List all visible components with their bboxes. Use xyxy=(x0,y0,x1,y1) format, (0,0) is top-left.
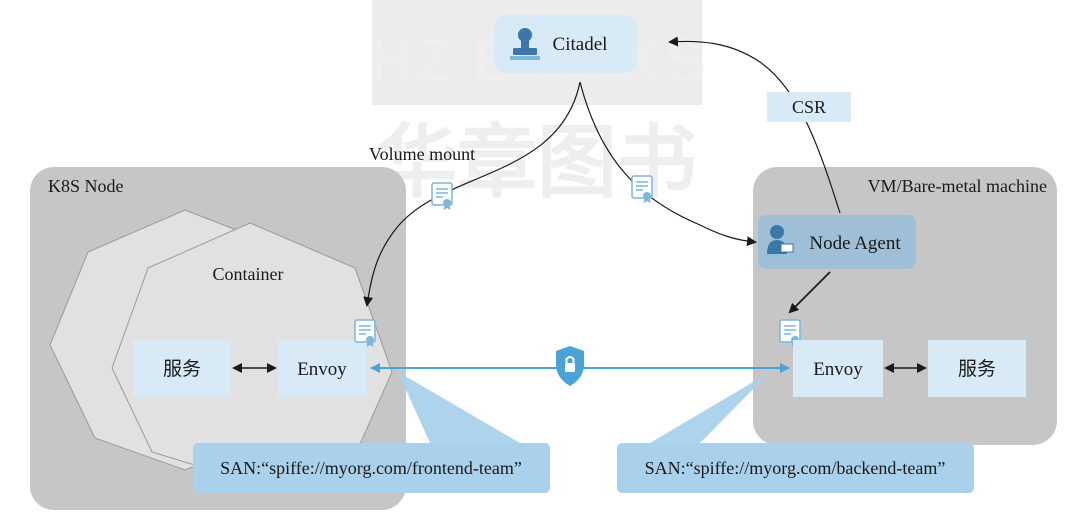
vm-node: VM/Bare-metal machine Node Agent Envoy 服… xyxy=(753,167,1057,445)
node-agent-label: Node Agent xyxy=(809,233,901,254)
frontend-san-pointer xyxy=(398,372,520,443)
citadel: Citadel xyxy=(494,15,637,73)
k8s-node: K8S Node Container 服务 Envoy xyxy=(30,167,406,510)
frontend-san-callout: SAN:“spiffe://myorg.com/frontend-team” xyxy=(193,372,550,493)
frontend-san-box xyxy=(193,443,550,493)
vm-envoy-label: Envoy xyxy=(813,359,863,380)
node-agent-box xyxy=(758,215,916,269)
stamp-icon xyxy=(510,28,540,60)
k8s-service-box xyxy=(133,340,231,397)
vm-node-title: VM/Bare-metal machine xyxy=(868,176,1047,196)
k8s-node-title: K8S Node xyxy=(48,176,124,196)
backend-san-callout: SAN:“spiffe://myorg.com/backend-team” xyxy=(617,372,974,493)
vm-service-label: 服务 xyxy=(958,358,996,380)
vm-envoy-box xyxy=(793,340,883,397)
vm-service-box xyxy=(928,340,1026,397)
backend-san-label: SAN:“spiffe://myorg.com/backend-team” xyxy=(645,458,946,478)
k8s-envoy-box xyxy=(278,340,367,397)
csr-box xyxy=(767,92,851,122)
citadel-to-node-agent-arrow xyxy=(579,81,757,247)
k8s-service-label: 服务 xyxy=(163,358,201,380)
backend-san-box xyxy=(617,443,974,493)
csr-label: CSR xyxy=(792,97,826,117)
volume-mount-label: Volume mount xyxy=(369,144,475,164)
csr-arrow xyxy=(668,36,841,214)
citadel-label: Citadel xyxy=(553,34,608,55)
volume-mount-arrow xyxy=(363,81,581,307)
backend-san-pointer xyxy=(650,372,770,443)
container-label: Container xyxy=(213,264,284,284)
frontend-san-label: SAN:“spiffe://myorg.com/frontend-team” xyxy=(220,458,522,478)
k8s-envoy-label: Envoy xyxy=(297,359,347,380)
vm-node-box xyxy=(753,167,1057,445)
lock-shield-icon xyxy=(556,346,584,386)
node-agent-to-envoy-arrow xyxy=(788,271,831,314)
person-icon xyxy=(767,225,794,254)
